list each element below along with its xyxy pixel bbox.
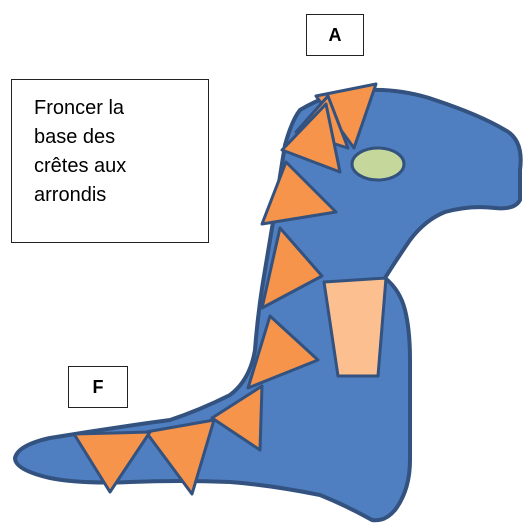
label-a-box: A xyxy=(306,14,364,56)
label-f-box: F xyxy=(68,366,128,408)
note-line-4: arrondis xyxy=(34,181,198,210)
label-a-text: A xyxy=(329,25,342,46)
note-line-2: base des xyxy=(34,123,198,152)
instruction-note-box: Froncer la base des crêtes aux arrondis xyxy=(11,79,209,243)
eye xyxy=(352,148,404,180)
note-line-3: crêtes aux xyxy=(34,152,198,181)
note-line-1: Froncer la xyxy=(34,94,198,123)
label-f-text: F xyxy=(93,377,104,398)
